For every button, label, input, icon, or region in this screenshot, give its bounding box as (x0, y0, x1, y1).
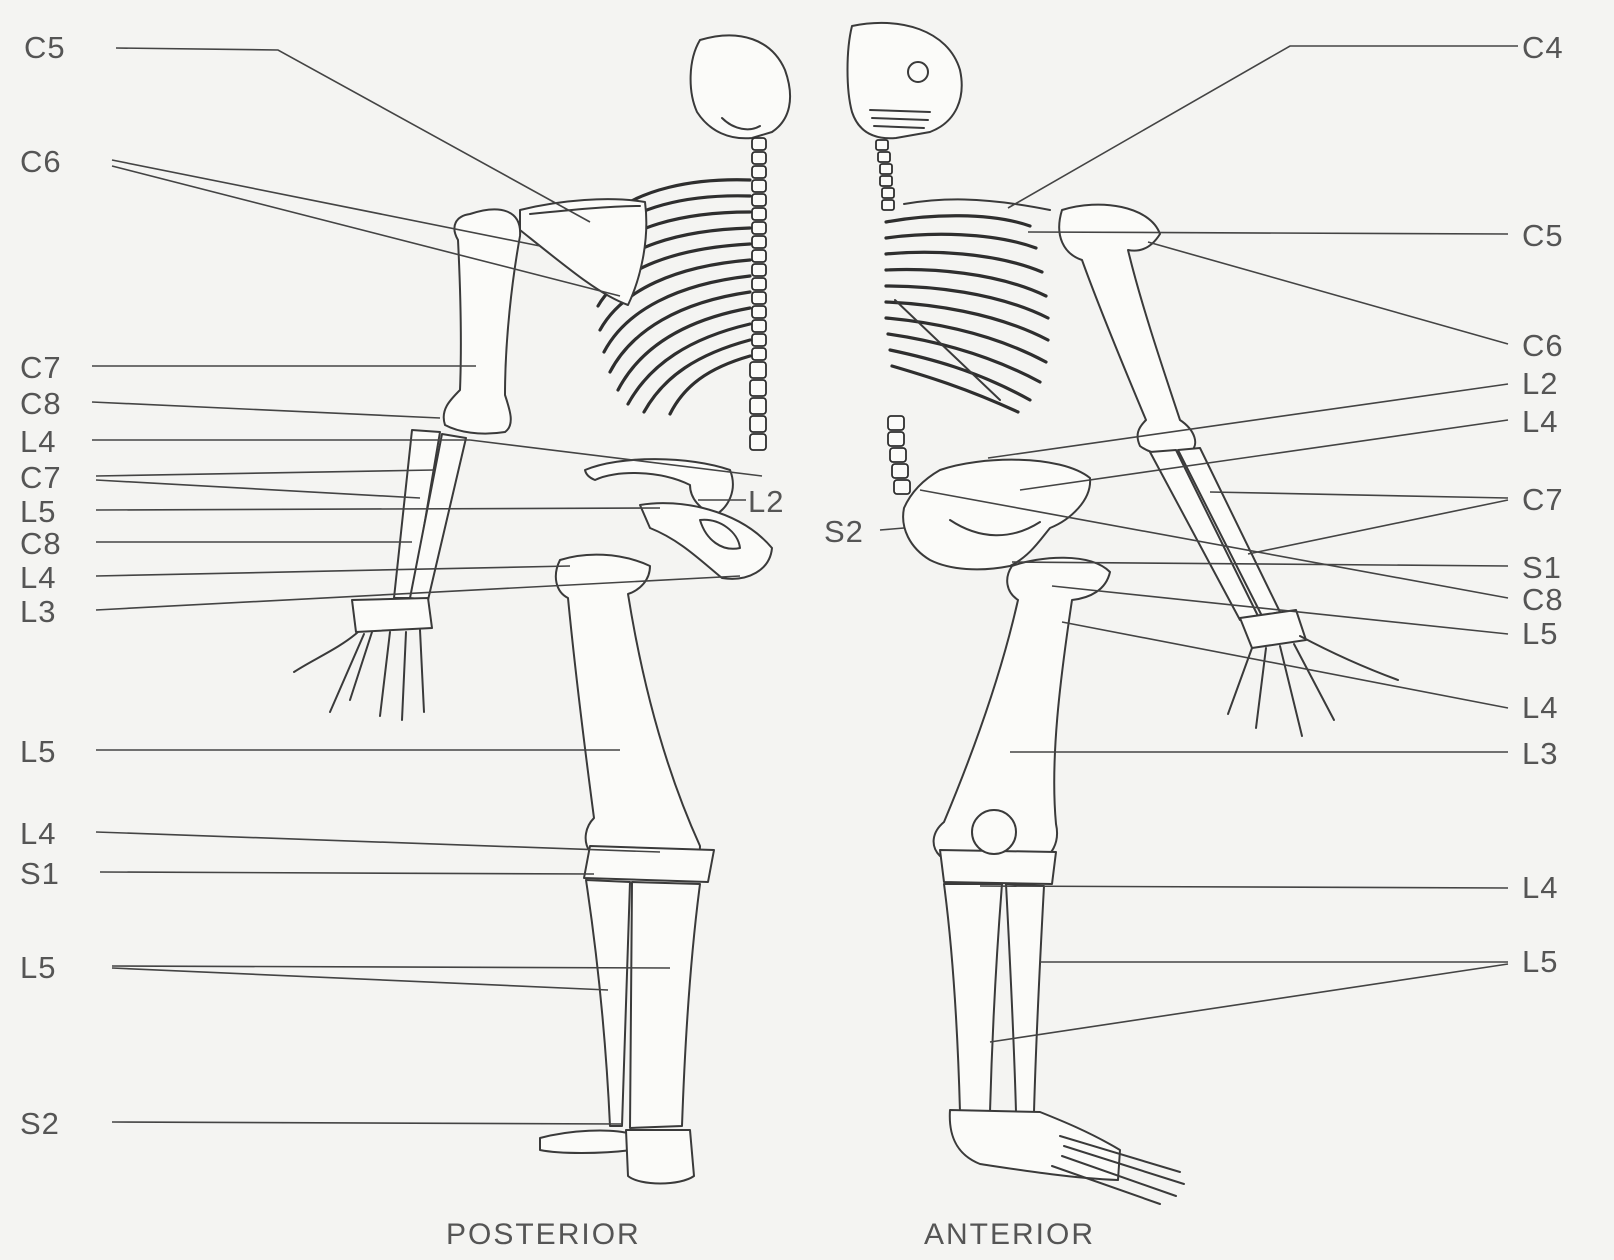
posterior-label-l5: L5 (20, 494, 56, 529)
posterior-label-c8: C8 (20, 526, 62, 561)
posterior-label-c5: C5 (24, 30, 66, 65)
posterior-label-s1: S1 (20, 856, 60, 891)
anterior-label-c8: C8 (1522, 582, 1564, 617)
posterior-skeleton-illustration (294, 35, 790, 1183)
anterior-label-l4: L4 (1522, 870, 1558, 905)
anterior-label-c4: C4 (1522, 30, 1564, 65)
anterior-label-s2-inner: S2 (824, 514, 864, 549)
anterior-label-l4: L4 (1522, 690, 1558, 725)
posterior-label-l5: L5 (20, 950, 56, 985)
posterior-label-c7: C7 (20, 350, 62, 385)
anterior-label-l4: L4 (1522, 404, 1558, 439)
posterior-label-c8: C8 (20, 386, 62, 421)
posterior-label-l5: L5 (20, 734, 56, 769)
anterior-label-l2: L2 (1522, 366, 1558, 401)
posterior-label-l4: L4 (20, 424, 56, 459)
anterior-label-c7: C7 (1522, 482, 1564, 517)
posterior-caption: POSTERIOR (446, 1218, 641, 1251)
anterior-label-c6: C6 (1522, 328, 1564, 363)
anterior-label-l3: L3 (1522, 736, 1558, 771)
posterior-label-l3: L3 (20, 594, 56, 629)
posterior-label-l4: L4 (20, 816, 56, 851)
posterior-label-c7: C7 (20, 460, 62, 495)
posterior-label-l4: L4 (20, 560, 56, 595)
posterior-label-l2-inner: L2 (748, 484, 784, 519)
anterior-label-l5: L5 (1522, 944, 1558, 979)
posterior-label-s2: S2 (20, 1106, 60, 1141)
anterior-label-c5: C5 (1522, 218, 1564, 253)
anterior-label-s1: S1 (1522, 550, 1562, 585)
posterior-label-c6: C6 (20, 144, 62, 179)
anterior-caption: ANTERIOR (924, 1218, 1095, 1251)
anterior-label-l5: L5 (1522, 616, 1558, 651)
